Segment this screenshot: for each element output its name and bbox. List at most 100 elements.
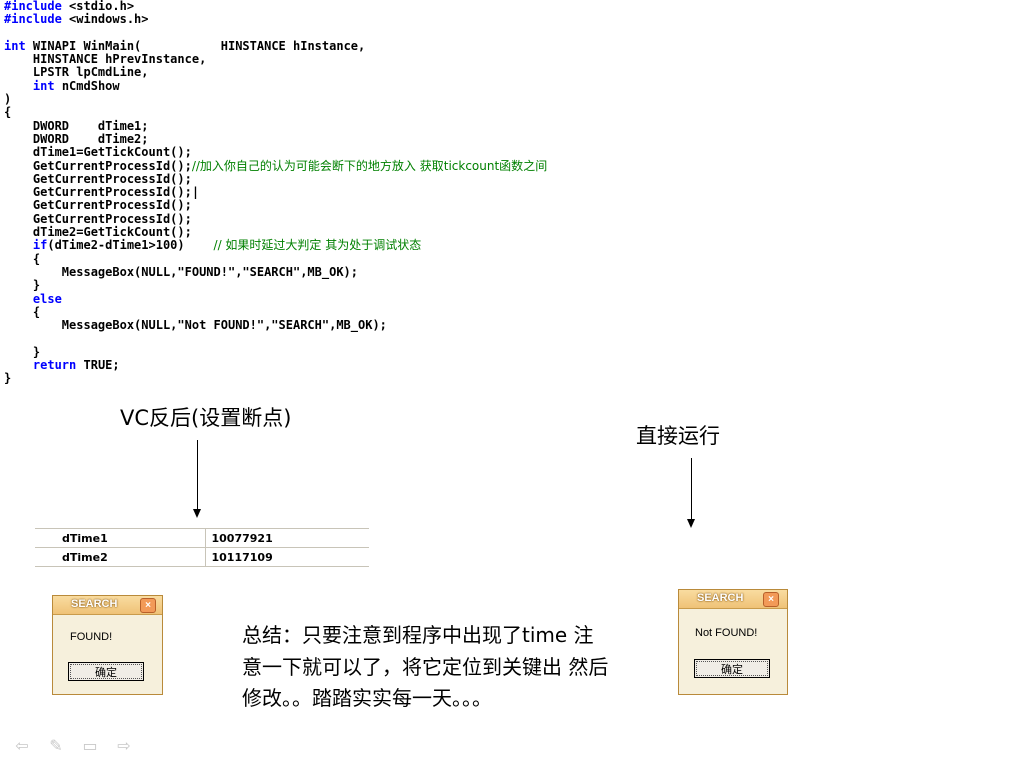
previous-arrow-icon[interactable]: ⇦ [15,736,29,755]
code-text: } [4,278,41,293]
code-keyword: else [32,291,62,306]
code-text: <windows.h> [61,12,149,27]
code-line: LPSTR lpCmdLine, [4,66,547,79]
pen-icon[interactable]: ✎ [49,736,63,755]
code-text [4,358,33,372]
watch-name: dTime2 [35,547,205,567]
code-text [4,79,33,93]
ok-button[interactable]: 确定 [694,659,770,678]
code-line: { [4,304,547,319]
code-line: #include <stdio.h> [4,0,547,13]
code-keyword: int [4,38,26,53]
code-line: GetCurrentProcessId();| [4,186,547,199]
code-line: } [4,279,547,292]
code-keyword: if [32,238,48,253]
found-dialog: SEARCH × FOUND! 确定 [52,595,163,695]
menu-icon[interactable]: ▭ [82,736,98,755]
code-line: MessageBox(NULL,"Not FOUND!","SEARCH",MB… [4,318,547,333]
code-text: nCmdShow [54,78,120,93]
code-comment: // 如果时延过大判定 其为处于调试状态 [213,238,422,253]
close-icon[interactable]: × [140,598,156,613]
watch-value: 10077921 [204,528,369,548]
dialog-title: SEARCH [697,592,744,604]
code-line: MessageBox(NULL,"FOUND!","SEARCH",MB_OK)… [4,264,547,279]
code-text: HINSTANCE hPrevInstance, [4,52,207,67]
code-text: ) [4,92,12,107]
summary-text: 总结：只要注意到程序中出现了time 注意一下就可以了，将它定位到关键出 然后修… [242,623,609,710]
arrow-left-head [193,509,201,518]
caption-direct-run: 直接运行 [636,424,720,448]
code-text: MessageBox(NULL,"FOUND!","SEARCH",MB_OK)… [4,264,359,279]
code-line: } [4,344,547,359]
code-line: } [4,372,547,385]
code-text: (dTime2-dTime1>100) [47,238,214,253]
code-text: { [4,304,41,319]
code-line: DWORD dTime1; [4,118,547,133]
not-found-dialog: SEARCH × Not FOUND! 确定 [678,589,788,695]
code-text: WINAPI WinMain( HINSTANCE hInstance, [25,38,366,53]
dialog-title: SEARCH [71,598,118,610]
table-row: dTime1 10077921 [35,528,369,548]
code-text: { [4,251,41,266]
ok-button[interactable]: 确定 [68,662,144,681]
code-text: MessageBox(NULL,"Not FOUND!","SEARCH",MB… [4,318,387,333]
watch-name: dTime1 [35,528,205,548]
code-line: DWORD dTime2; [4,131,547,146]
code-text: DWORD dTime1; [4,118,149,133]
code-text [4,292,33,306]
code-text: GetCurrentProcessId();| [4,185,200,200]
code-keyword: return [32,358,77,373]
code-line: dTime1=GetTickCount(); [4,146,547,159]
ok-button-label: 确定 [696,661,768,676]
close-icon[interactable]: × [763,592,779,607]
code-line: ) [4,92,547,107]
arrow-left-line [197,440,198,510]
code-line: GetCurrentProcessId(); [4,171,547,186]
watch-table: dTime1 10077921 dTime2 10117109 [35,528,369,567]
code-text: LPSTR lpCmdLine, [4,65,149,80]
code-line: { [4,251,547,266]
code-line: GetCurrentProcessId(); [4,211,547,226]
next-arrow-icon[interactable]: ⇨ [117,736,131,755]
code-line: if(dTime2-dTime1>100) // 如果时延过大判定 其为处于调试… [4,239,547,252]
code-keyword: #include [4,12,62,27]
code-keyword: int [32,78,55,93]
code-text: GetCurrentProcessId(); [4,211,192,226]
code-line: else [4,291,547,306]
code-text [4,238,33,252]
dialog-message: Not FOUND! [695,627,758,639]
code-text: DWORD dTime2; [4,131,149,146]
dialog-titlebar: SEARCH × [53,596,162,615]
code-line: GetCurrentProcessId();//加入你自己的认为可能会断下的地方… [4,158,548,173]
code-line: int nCmdShow [4,78,547,93]
code-keyword: #include [4,0,62,13]
code-line: GetCurrentProcessId(); [4,199,547,212]
code-text: dTime1=GetTickCount(); [4,145,192,160]
code-text: dTime2=GetTickCount(); [4,225,192,240]
code-line [4,332,547,345]
code-text: } [4,344,41,359]
code-comment: //加入你自己的认为可能会断下的地方放入 获取tickcount函数之间 [191,158,548,173]
slide-navigation: ⇦ ✎ ▭ ⇨ [12,738,134,754]
dialog-message: FOUND! [70,631,113,643]
code-text: GetCurrentProcessId(); [4,198,192,213]
code-text: TRUE; [76,358,120,373]
code-line: dTime2=GetTickCount(); [4,225,547,240]
code-text: { [4,105,12,120]
code-text: GetCurrentProcessId(); [4,158,192,173]
dialog-titlebar: SEARCH × [679,590,787,609]
code-listing: #include <stdio.h>#include <windows.h> in… [4,0,547,386]
code-text: GetCurrentProcessId(); [4,171,192,186]
code-line [4,27,547,40]
code-line: return TRUE; [4,358,547,373]
watch-value: 10117109 [204,547,369,567]
code-text: <stdio.h> [61,0,135,13]
arrow-right-line [691,458,692,520]
code-line: { [4,106,547,119]
code-line: int WINAPI WinMain( HINSTANCE hInstance, [4,38,547,53]
code-line: HINSTANCE hPrevInstance, [4,53,547,66]
code-line: #include <windows.h> [4,13,547,26]
caption-vc-breakpoint: VC反后(设置断点) [120,406,292,430]
ok-button-label: 确定 [70,664,142,679]
arrow-right-head [687,519,695,528]
